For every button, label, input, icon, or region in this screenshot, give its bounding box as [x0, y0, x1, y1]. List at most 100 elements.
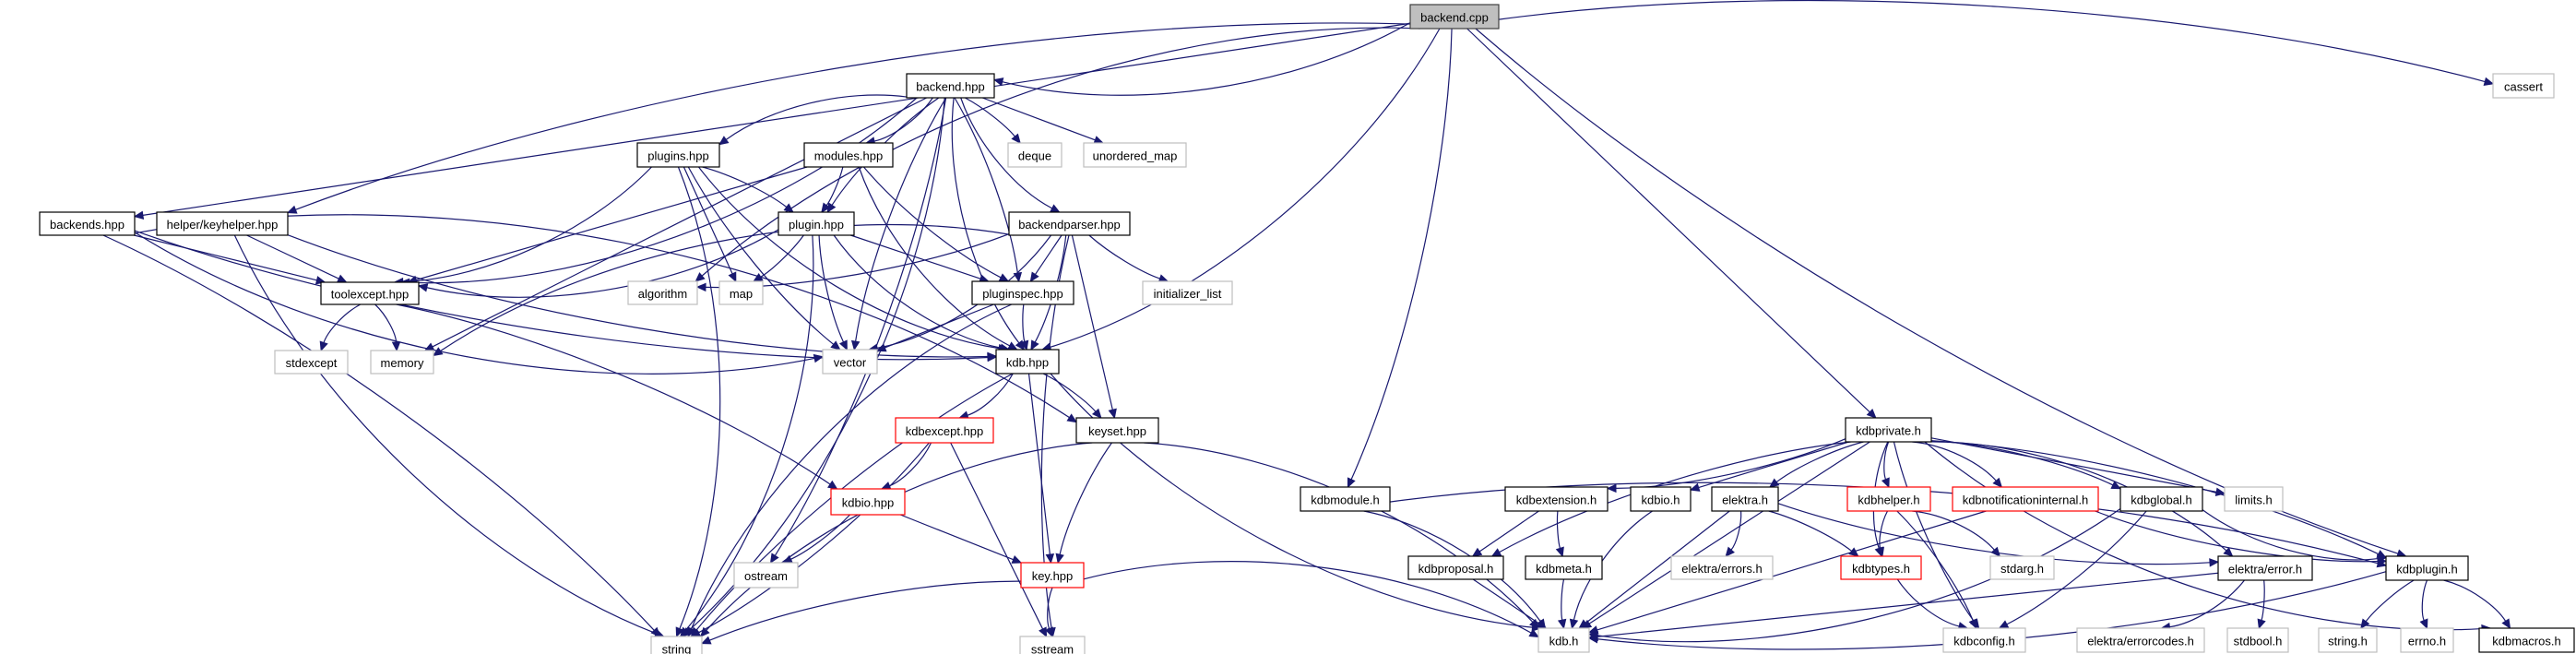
edge-line: [951, 97, 1020, 344]
edge-line: [1561, 578, 1565, 621]
edge-backendparser_hpp-to-initializer_list: [1088, 234, 1169, 283]
edge-line: [701, 27, 1420, 277]
arrowhead-icon: [1587, 635, 1598, 644]
node-label: elektra/errorcodes.h: [2087, 635, 2194, 648]
edge-line: [233, 234, 657, 635]
node-plugins-hpp[interactable]: plugins.hpp: [636, 142, 720, 168]
node-kdbio-hpp[interactable]: kdbio.hpp: [830, 488, 906, 516]
node-kdbplugin-h[interactable]: kdbplugin.h: [2385, 555, 2469, 581]
node-box: [718, 280, 764, 305]
node-keyset-hpp[interactable]: keyset.hpp: [1075, 417, 1159, 444]
arrowhead-icon: [813, 353, 825, 363]
arrowhead-icon: [753, 272, 764, 282]
edge-line: [134, 234, 317, 281]
node-backends-hpp[interactable]: backends.hpp: [39, 211, 136, 236]
node-plugin-hpp[interactable]: plugin.hpp: [778, 211, 855, 236]
edge-keyset_hpp-to-key_hpp: [1055, 442, 1112, 565]
arrowhead-icon: [1108, 408, 1117, 420]
edge-toolexcept_hpp-to-kdbio_hpp: [396, 303, 838, 490]
node-elektra-h[interactable]: elektra.h: [1711, 486, 1779, 512]
arrowhead-icon: [987, 351, 998, 362]
edge-line: [1475, 28, 2399, 554]
arrowhead-icon: [1881, 477, 1890, 489]
node-kdbextension-h[interactable]: kdbextension.h: [1504, 486, 1609, 512]
edge-line: [825, 166, 844, 207]
edge-kdb_hpp-to-keyset_hpp: [1042, 373, 1102, 419]
edge-line: [889, 442, 932, 487]
node-kdbmeta-h[interactable]: kdbmeta.h: [1525, 555, 1603, 580]
node-box: [1630, 486, 1692, 512]
node-toolexcept-hpp[interactable]: toolexcept.hpp: [320, 281, 420, 305]
edge-line: [295, 22, 1411, 210]
edge-line: [1930, 440, 2380, 555]
node-backend-cpp[interactable]: backend.cpp: [1409, 4, 1500, 30]
edge-line: [374, 303, 398, 343]
edge-toolexcept_hpp-to-stdexcept: [319, 303, 362, 352]
edge-modules_hpp-to-kdb_hpp: [858, 166, 1018, 351]
arrowhead-icon: [391, 341, 401, 352]
edge-backend_cpp-to-cassert: [1498, 0, 2495, 87]
node-box: [2478, 627, 2575, 653]
edge-kdbprivate_h-to-kdbmacros_h: [1924, 441, 2492, 634]
node-box: [971, 280, 1074, 305]
node-kdbnotificationinternal-h[interactable]: kdbnotificationinternal.h: [1952, 486, 2099, 512]
node-cassert: cassert: [2492, 73, 2555, 99]
node-backend-hpp[interactable]: backend.hpp: [906, 73, 995, 99]
edge-elektra_error_h-to-elektra_errorcodes_h: [2160, 579, 2245, 632]
node-label: kdbextension.h: [1516, 493, 1597, 507]
node-box: [627, 280, 698, 305]
node-kdbmodule-h[interactable]: kdbmodule.h: [1300, 486, 1391, 512]
node-label: limits.h: [2235, 493, 2272, 507]
node-box: [39, 211, 136, 236]
node-kdbio-h[interactable]: kdbio.h: [1630, 486, 1692, 512]
node-kdbexcept-hpp[interactable]: kdbexcept.hpp: [895, 417, 994, 444]
node-label: vector: [834, 356, 867, 370]
node-kdbproposal-h[interactable]: kdbproposal.h: [1407, 555, 1504, 580]
edge-line: [954, 97, 1018, 274]
edge-line: [899, 514, 1014, 561]
node-kdbmacros-h[interactable]: kdbmacros.h: [2478, 627, 2575, 653]
edge-line: [960, 97, 1052, 209]
node-modules-hpp[interactable]: modules.hpp: [803, 142, 894, 168]
edge-line: [1050, 373, 1533, 628]
arrowhead-icon: [1875, 546, 1885, 558]
node-box: [1008, 211, 1131, 236]
node-box: [1300, 486, 1391, 512]
node-key-hpp[interactable]: key.hpp: [1020, 562, 1085, 589]
edge-line: [818, 234, 845, 343]
node-label: memory: [381, 356, 424, 370]
node-label: kdbmodule.h: [1311, 493, 1379, 507]
node-kdbhelper-h[interactable]: kdbhelper.h: [1846, 486, 1931, 512]
arrowhead-icon: [694, 272, 706, 282]
node-box: [803, 142, 894, 168]
node-pluginspec-hpp[interactable]: pluginspec.hpp: [971, 280, 1074, 305]
node-backendparser-hpp[interactable]: backendparser.hpp: [1008, 211, 1131, 236]
edge-line: [981, 97, 1096, 141]
node-label: kdbtypes.h: [1852, 562, 1910, 576]
edge-backend_cpp-to-algorithm: [694, 27, 1420, 282]
arrowhead-icon: [1471, 547, 1483, 557]
arrowhead-icon: [417, 283, 429, 292]
edge-elektra_h-to-kdb_h: [1578, 510, 1730, 629]
node-label: plugin.hpp: [789, 218, 844, 232]
edge-line: [687, 166, 835, 345]
node-kdb-hpp[interactable]: kdb.hpp: [995, 349, 1060, 375]
edge-kdbexcept_hpp-to-string: [690, 442, 930, 637]
edge-pluginspec_hpp-to-vector: [875, 303, 994, 352]
node-label: kdbconfig.h: [1953, 635, 2015, 648]
node-box: [1711, 486, 1779, 512]
node-box: [1504, 486, 1609, 512]
node-elektra-error-h[interactable]: elektra/error.h: [2217, 555, 2313, 581]
node-box: [1670, 555, 1774, 580]
node-kdbglobal-h[interactable]: kdbglobal.h: [2119, 486, 2203, 512]
node-keyhelper-hpp[interactable]: helper/keyhelper.hpp: [156, 211, 289, 236]
node-kdbtypes-h[interactable]: kdbtypes.h: [1840, 555, 1922, 580]
node-box: [1075, 417, 1159, 444]
arrowhead-icon: [1866, 408, 1877, 419]
node-box: [2217, 555, 2313, 581]
node-kdbprivate-h[interactable]: kdbprivate.h: [1845, 417, 1932, 443]
edge-backend_cpp-to-backends_hpp: [133, 22, 1411, 220]
arrowhead-icon: [718, 136, 730, 146]
arrowhead-icon: [1011, 555, 1023, 564]
edge-line: [698, 442, 930, 634]
